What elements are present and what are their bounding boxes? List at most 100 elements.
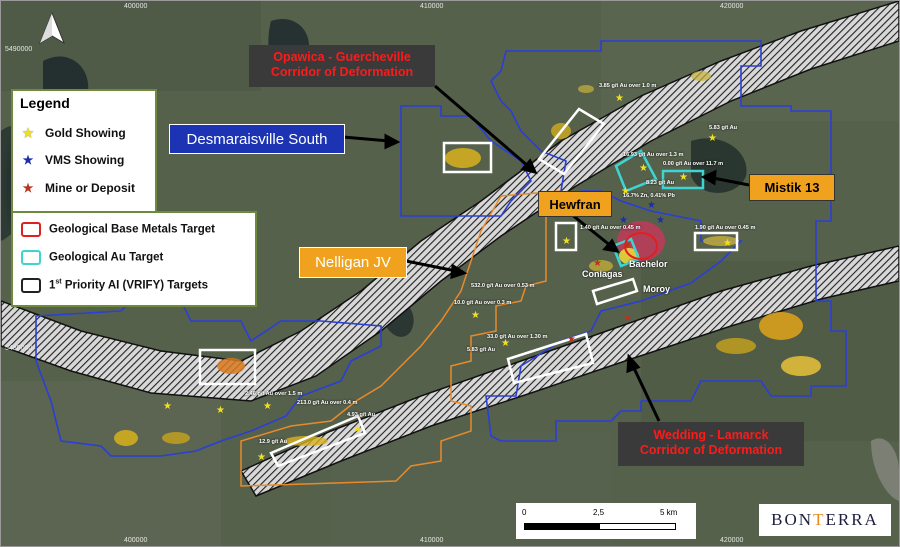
mine-deposit-icon: ★ [593, 258, 602, 269]
au-target [661, 169, 705, 190]
callout-hewfran: Hewfran [538, 191, 612, 217]
gold-showing-icon: ★ [615, 93, 624, 104]
gold-showing-icon: ★ [501, 338, 510, 349]
scale-bar: 0 2,5 5 km [516, 503, 696, 539]
ai-target [693, 231, 739, 252]
legend-item-vms: ★ VMS Showing [21, 153, 125, 167]
ai-target [554, 221, 578, 252]
mine-star-icon: ★ [22, 181, 34, 195]
coord-y-left: 5490000 [5, 46, 33, 53]
vms-showing-icon: ★ [647, 200, 656, 211]
coord-x-bottom: 410000 [420, 537, 444, 544]
legend-item-mine: ★ Mine or Deposit [21, 181, 135, 195]
assay-label: 8.23 g/t Au [646, 180, 675, 186]
base-metals-target [624, 232, 658, 260]
legend-panel: Legend ★ Gold Showing ★ VMS Showing ★ Mine … [11, 89, 157, 215]
callout-desmaraisville: Desmaraisville South [169, 124, 345, 154]
gold-showing-icon: ★ [263, 401, 272, 412]
coord-x-bottom: 420000 [720, 537, 744, 544]
nelligan-jv-boundary [240, 190, 562, 487]
gold-showing-icon: ★ [257, 452, 266, 463]
gold-showing-icon: ★ [708, 133, 717, 144]
legend-item-label: Mine or Deposit [45, 181, 136, 195]
coord-x-top: 410000 [420, 3, 444, 10]
ai-target [442, 141, 493, 174]
scale-label: 0 [522, 508, 527, 517]
assay-label: 33.0 g/t Au over 1.30 m [487, 334, 548, 340]
gold-star-icon: ★ [22, 126, 34, 140]
gold-showing-icon: ★ [216, 405, 225, 416]
callout-wedding: Wedding - Lamarck Corridor of Deformatio… [618, 422, 804, 466]
assay-label: 5.83 g/t Au [467, 347, 496, 353]
ai-swatch-icon [21, 278, 41, 293]
callout-nelligan: Nelligan JV [299, 247, 407, 278]
coord-x-bottom: 400000 [124, 537, 148, 544]
assay-label: 16.93 g/t Au over 1.3 m [623, 152, 684, 158]
gold-showing-icon: ★ [562, 236, 571, 247]
ai-target [591, 277, 639, 306]
vms-star-icon: ★ [22, 153, 34, 167]
coord-y-left: 5480000 [5, 345, 33, 352]
gold-showing-icon: ★ [353, 424, 362, 435]
legend-item-label: Priority AI (VRIFY) Targets [61, 279, 208, 292]
north-arrow-icon [38, 11, 66, 45]
ai-target [537, 107, 606, 176]
anomaly-patches [114, 71, 821, 446]
lake [691, 138, 747, 193]
scale-bar-graphic [524, 523, 676, 530]
callout-opawica: Opawica - Guercheville Corridor of Defor… [249, 45, 435, 87]
legend-item-label: Gold Showing [45, 126, 126, 140]
legend-item-label: 1 [49, 279, 56, 292]
assay-label: 12.9 g/t Au [259, 439, 288, 445]
assay-label: 0.00 g/t Au over 11.7 m [663, 161, 724, 167]
place-label-bachelor: Bachelor [629, 259, 668, 269]
callout-wedding-line2: Corridor of Deformation [639, 443, 783, 457]
mine-deposit-icon: ★ [623, 240, 632, 251]
legend-item-au: Geological Au Target [21, 250, 163, 265]
ai-target [198, 348, 257, 386]
callout-opawica-line1: Opawica - Guercheville [273, 50, 411, 64]
legend-item-base-metals: Geological Base Metals Target [21, 222, 215, 237]
gold-showing-icon: ★ [639, 163, 648, 174]
assay-label: 532.0 g/t Au over 0.53 m [471, 283, 535, 289]
au-target [614, 149, 658, 193]
assay-label: 1.40 g/t Au over 0.45 m [580, 225, 641, 231]
legend-item-label: VMS Showing [45, 153, 125, 167]
opawica-corridor [1, 1, 899, 402]
assay-label: 213.0 g/t Au over 0.4 m [297, 400, 358, 406]
place-label-moroy: Moroy [643, 284, 670, 294]
coord-x-top: 420000 [720, 3, 744, 10]
gold-showing-icon: ★ [679, 172, 688, 183]
place-label-coniagas: Coniagas [582, 269, 623, 279]
mine-deposit-icon: ★ [567, 334, 576, 345]
callout-wedding-line1: Wedding - Lamarck [653, 428, 769, 442]
leader-arrows [342, 84, 750, 422]
assay-label: 3.85 g/t Au over 1.0 m [599, 83, 657, 89]
gold-showing-icon: ★ [621, 186, 630, 197]
ai-target [506, 332, 595, 385]
legend-item-label: Geological Au Target [49, 251, 164, 264]
scale-label: 5 km [660, 508, 678, 517]
logo-text: BON [771, 510, 814, 529]
legend-item-ai: 1st Priority AI (VRIFY) Targets [21, 278, 208, 293]
ai-targets [198, 107, 739, 468]
base-metals-swatch-icon [21, 222, 41, 237]
gold-showing-icon: ★ [723, 238, 732, 249]
callout-opawica-line2: Corridor of Deformation [270, 65, 414, 79]
assay-label: 1.90 g/t Au over 0.45 m [695, 225, 756, 231]
au-swatch-icon [21, 250, 41, 265]
legend-title: Legend [20, 95, 70, 111]
assay-label: 10.0 g/t Au over 0.3 m [454, 300, 512, 306]
lake [871, 438, 899, 501]
vms-showing-icon: ★ [619, 215, 628, 226]
gold-showing-icon: ★ [471, 310, 480, 321]
coord-x-top: 400000 [124, 3, 148, 10]
legend-item-label: Geological Base Metals Target [49, 223, 215, 236]
wedding-corridor [239, 245, 899, 497]
target-legend-panel: Geological Base Metals Target Geological… [11, 211, 257, 307]
vms-showing-icon: ★ [656, 215, 665, 226]
mine-deposit-icon: ★ [623, 313, 632, 324]
assay-label: 5.83 g/t Au [709, 125, 738, 131]
